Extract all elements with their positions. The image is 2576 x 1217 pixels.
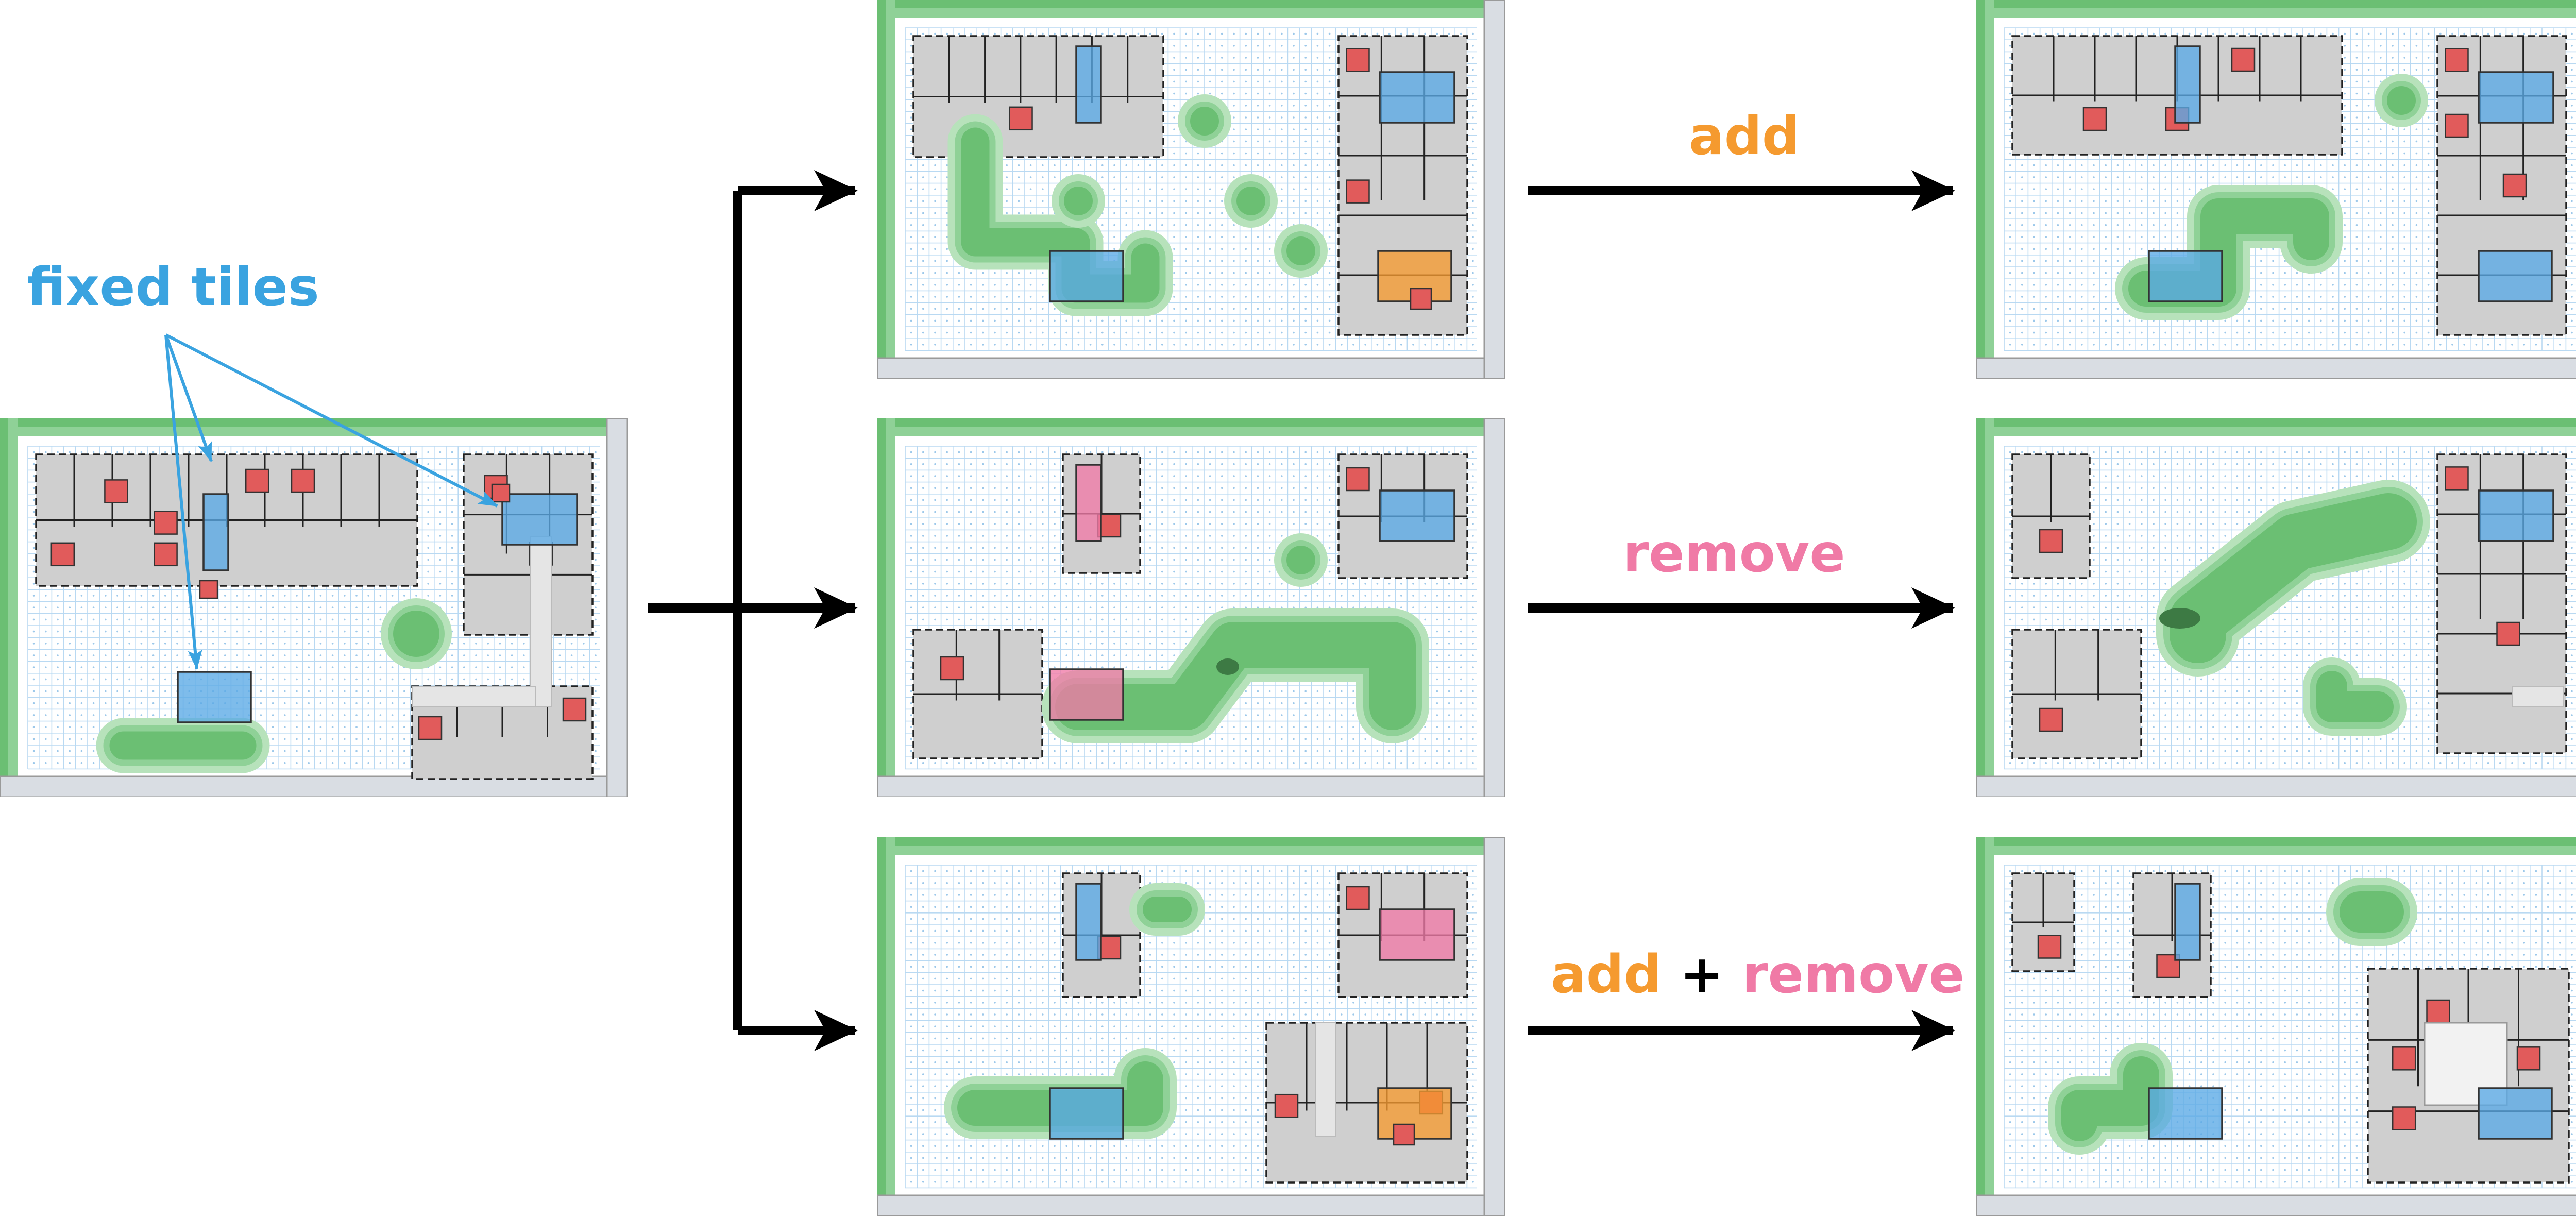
map-add-before [877,0,1505,379]
map-both-after [1976,837,2576,1216]
map-both-before [877,837,1505,1216]
operation-arrows [1528,170,1955,1051]
add-remove-remove-part: remove [1742,944,1964,1005]
remove-label: remove [1623,523,1845,584]
branch-connector [648,170,858,1051]
add-remove-add-part: add [1551,944,1662,1005]
map-remove-before [877,418,1505,797]
fixed-tiles-label: fixed tiles [27,257,319,318]
add-remove-plus: + [1680,944,1724,1005]
map-input [0,418,628,797]
map-remove-after [1976,418,2576,797]
add-remove-label: add + remove [1551,944,1964,1005]
map-add-after [1976,0,2576,379]
add-label: add [1689,106,1800,167]
